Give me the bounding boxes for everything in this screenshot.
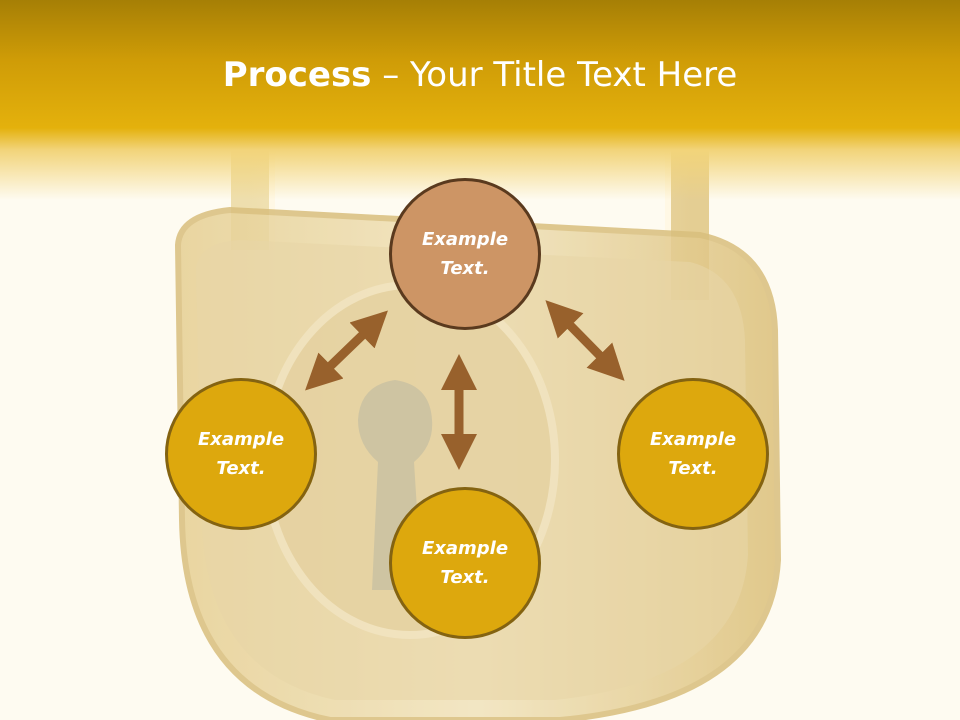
arrow-top-right: [545, 300, 625, 381]
node-left-line1: Example: [197, 429, 285, 450]
arrow-top-left: [305, 310, 388, 391]
node-top-line1: Example: [421, 229, 509, 250]
node-right-line1: Example: [649, 429, 737, 450]
node-bottom: Example Text.: [389, 487, 541, 639]
node-top: Example Text.: [389, 178, 541, 330]
node-bottom-line1: Example: [421, 538, 509, 559]
node-right-line2: Text.: [668, 458, 718, 479]
node-left: Example Text.: [165, 378, 317, 530]
node-right: Example Text.: [617, 378, 769, 530]
title-bold: Process: [222, 55, 372, 95]
title-band: [0, 0, 960, 200]
slide-title: Process – Your Title Text Here: [0, 50, 960, 100]
node-top-line2: Text.: [440, 258, 490, 279]
node-left-line2: Text.: [216, 458, 266, 479]
title-rest: – Your Title Text Here: [371, 55, 738, 95]
node-bottom-line2: Text.: [440, 567, 490, 588]
